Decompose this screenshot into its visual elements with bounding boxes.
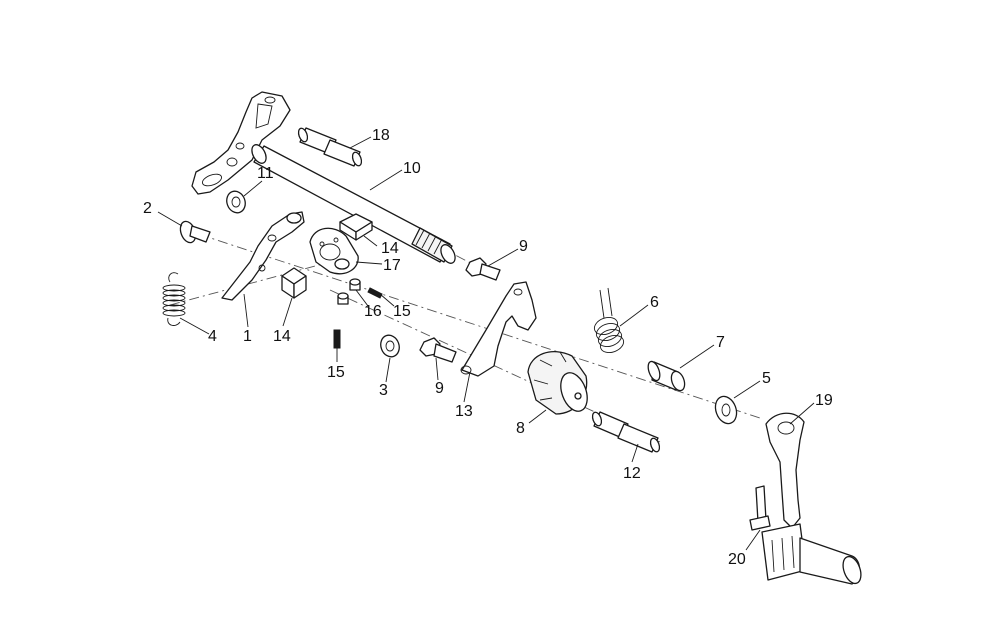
callout-13: 13 bbox=[455, 403, 473, 420]
roller-16 bbox=[337, 278, 361, 305]
bolt-9a bbox=[465, 257, 501, 281]
torsion-spring-6 bbox=[593, 287, 625, 354]
callout-7: 7 bbox=[716, 334, 725, 351]
callout-14b: 14 bbox=[273, 328, 291, 345]
spring-15a bbox=[367, 287, 383, 299]
spring-4 bbox=[162, 272, 186, 326]
shift-pedal-19 bbox=[761, 412, 862, 585]
callout-9b: 9 bbox=[435, 380, 444, 397]
spring-15b bbox=[333, 329, 341, 349]
bolt-20 bbox=[749, 485, 771, 531]
guide-plate-13 bbox=[460, 281, 537, 377]
callout-5: 5 bbox=[762, 370, 771, 387]
block-14b bbox=[281, 267, 307, 299]
bolt-2 bbox=[179, 220, 211, 244]
callout-17: 17 bbox=[383, 257, 401, 274]
callout-19: 19 bbox=[815, 392, 833, 409]
callout-1: 1 bbox=[243, 328, 252, 345]
cam-17 bbox=[309, 227, 359, 275]
callout-15a: 15 bbox=[393, 303, 411, 320]
washer-5 bbox=[714, 395, 738, 425]
drum-cam-8 bbox=[527, 351, 588, 415]
callout-14a: 14 bbox=[381, 240, 399, 257]
bolt-9b bbox=[419, 337, 457, 363]
shift-shaft-plate bbox=[191, 91, 291, 195]
block-14a bbox=[339, 213, 373, 241]
callout-10: 10 bbox=[403, 160, 421, 177]
callout-2: 2 bbox=[143, 200, 152, 217]
callout-labels: 18 10 11 2 4 1 14 14 17 16 15 15 3 9 9 1… bbox=[143, 127, 833, 568]
pin-12 bbox=[591, 411, 661, 453]
callout-18: 18 bbox=[372, 127, 390, 144]
callout-11: 11 bbox=[257, 165, 274, 182]
callout-6: 6 bbox=[650, 294, 659, 311]
callout-12: 12 bbox=[623, 465, 641, 482]
bushing-7 bbox=[647, 360, 686, 392]
lever-1 bbox=[221, 211, 305, 301]
callout-4: 4 bbox=[208, 328, 217, 345]
callout-8: 8 bbox=[516, 420, 525, 437]
callout-20: 20 bbox=[728, 551, 746, 568]
callout-9a: 9 bbox=[519, 238, 528, 255]
washer-11 bbox=[226, 190, 246, 214]
shift-shaft bbox=[251, 144, 456, 264]
leader-lines bbox=[157, 136, 815, 551]
callout-3: 3 bbox=[379, 382, 388, 399]
pin-18 bbox=[297, 127, 363, 167]
washer-3 bbox=[380, 334, 400, 358]
callout-15b: 15 bbox=[327, 364, 345, 381]
callout-16: 16 bbox=[364, 303, 382, 320]
